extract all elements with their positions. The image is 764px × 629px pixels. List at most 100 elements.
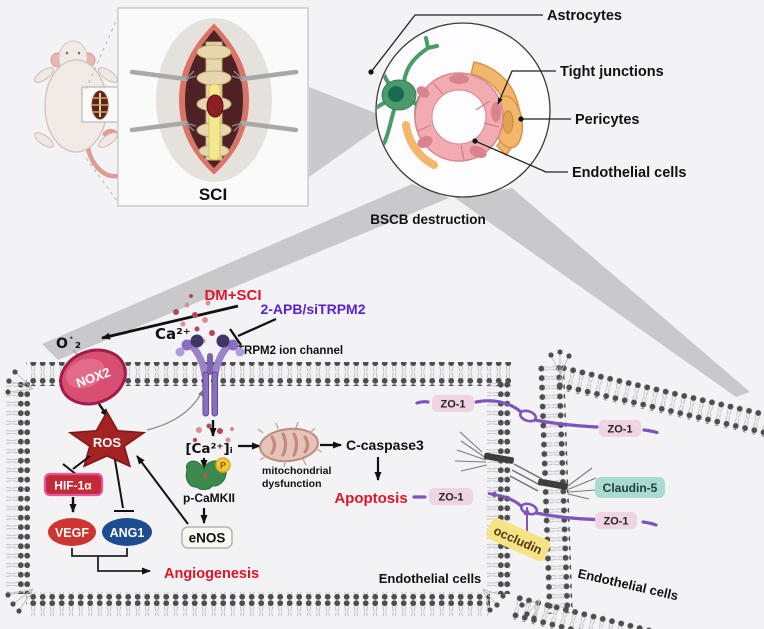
- arrow-ros-trpm2: [146, 389, 204, 431]
- mouse-eye-left: [65, 51, 69, 55]
- zo1-strand-bottom-b: [534, 511, 598, 522]
- vegf-label: VEGF: [55, 526, 89, 540]
- p-camkii-label: p-CaMKII: [183, 491, 235, 505]
- arrow-angiogenesis: [97, 556, 151, 575]
- mouse-incision-ticks: [92, 97, 108, 113]
- caspase-label: C-caspase3: [346, 437, 424, 453]
- vessel-ring: [414, 72, 504, 162]
- mito-dysfunction-line1: mitochondrial: [262, 465, 332, 477]
- mito-dysfunction-line2: dysfunction: [262, 478, 322, 490]
- right-cell-bottom-membrane: [509, 594, 764, 629]
- dm-sci-label: DM+SCI: [204, 287, 261, 304]
- zo1-label-2: ZO-1: [607, 424, 632, 436]
- cell-seams: [417, 82, 500, 161]
- zo1-box-2: [599, 420, 641, 437]
- zo1-box-3: [429, 488, 473, 505]
- vessel-lumen: [431, 89, 487, 145]
- zo1-strand-top-a: [474, 399, 523, 414]
- claudin5-bar-right: [537, 478, 568, 490]
- ros-star: ROS: [67, 410, 147, 468]
- zo1-box-1: [432, 395, 474, 412]
- zo1-dash-bottom-right: [641, 520, 658, 527]
- beam-circle-to-cell-left: [42, 184, 449, 360]
- circle-callouts: [368, 14, 571, 173]
- callout-astrocytes: [370, 14, 543, 73]
- hif1a-label: HIF-1α: [54, 479, 92, 493]
- sci-clamps: [185, 70, 243, 132]
- vegf-oval: [48, 518, 96, 546]
- claudin5-box: [595, 477, 665, 498]
- sci-retractors: [129, 69, 299, 133]
- calcium-dots-in: [192, 423, 235, 443]
- right-cell-fans: [519, 349, 572, 621]
- membrane-bottom: [26, 592, 490, 616]
- endothelial-cells-right-label: Endothelial cells: [576, 566, 679, 604]
- zo1-dash-top-left: [415, 400, 430, 405]
- zo1-dash-top-right: [642, 428, 659, 435]
- label-astrocytes: Astrocytes: [547, 8, 622, 24]
- label-endothelial-cells: Endothelial cells: [572, 165, 686, 181]
- right-cell-top-membrane: [554, 364, 764, 438]
- mouse-illustration: [34, 40, 130, 179]
- zo1-loop-top: [518, 409, 538, 423]
- sci-panel: SCI: [117, 7, 309, 207]
- enos-box: [181, 526, 233, 549]
- label-pericytes: Pericytes: [575, 112, 640, 128]
- phospho-circle: [215, 457, 231, 473]
- claudin5-cross-strands: [509, 463, 543, 492]
- label-bscb-destruction: BSCB destruction: [370, 212, 486, 227]
- mouse-eye-right: [77, 51, 81, 55]
- p-camkii-enzyme: P: [185, 457, 231, 490]
- zo1-box-4: [595, 512, 637, 529]
- claudin5-label: Claudin-5: [603, 481, 658, 495]
- label-tight-junctions: Tight junctions: [560, 64, 664, 80]
- zo1-strand-bottom-a: [503, 495, 523, 508]
- ang1-oval: [102, 518, 152, 546]
- zo1-label-1: ZO-1: [440, 399, 465, 411]
- zo1-strand-top-b: [533, 418, 599, 429]
- membrane-left: [6, 382, 30, 594]
- mito-spikes: [257, 421, 323, 468]
- trpm2-channel: [175, 334, 245, 417]
- beam-sci-to-circle: [309, 87, 391, 177]
- occludin-box: [486, 517, 551, 562]
- callout-endothelial: [474, 140, 568, 173]
- mouse-limbs: [34, 67, 118, 148]
- endothelial-right-group: Endothelial cells: [576, 566, 679, 604]
- calcium-in-label: [Ca²⁺]ᵢ: [185, 441, 232, 457]
- superoxide-label: O˙₂: [56, 336, 81, 352]
- arrow-dmsci: [101, 304, 239, 340]
- zoom-beams: [42, 87, 750, 397]
- claudin5-bar-left: [483, 452, 514, 464]
- bracket-vegf-ang1: [71, 548, 128, 557]
- tight-junction-complex: ZO-1 ZO-1 ZO-1 ZO-1 Claudin-5 occludin E…: [379, 395, 680, 603]
- phospho-label: P: [220, 461, 226, 471]
- trpm2-channel-label: TRPM2 ion channel: [237, 345, 343, 357]
- pericyte-crescent-bottom: [402, 121, 438, 169]
- bscb-circle-panel: Astrocytes Tight junctions Pericytes End…: [368, 8, 686, 227]
- zo1-strands: [412, 399, 659, 534]
- claudin5-strands: [454, 431, 597, 500]
- claudin5-fan-left: [454, 431, 488, 472]
- membrane-right: [487, 382, 511, 594]
- callout-dot-pericytes: [518, 116, 524, 122]
- mitochondrion: [257, 421, 323, 468]
- big-cell-membranes: [5, 362, 512, 616]
- pericyte-nucleus: [502, 110, 514, 134]
- apoptosis-label: Apoptosis: [334, 490, 407, 507]
- inhibitor-tbar: [229, 317, 277, 346]
- astrocyte-nucleus: [388, 86, 404, 102]
- endothelial-nuclei: [416, 74, 501, 159]
- dashed-connectors: [85, 11, 121, 206]
- enos-label: eNOS: [189, 531, 226, 546]
- zo1-label-3: ZO-1: [438, 492, 463, 504]
- calcium-out-label: Ca²⁺: [155, 325, 191, 343]
- arrow-enos-ros: [136, 455, 189, 525]
- callout-dot-astrocytes: [368, 69, 374, 75]
- endothelial-cells-left-label: Endothelial cells: [379, 571, 482, 586]
- ang1-label: ANG1: [110, 526, 145, 540]
- sci-lesion: [206, 94, 224, 118]
- sci-label: SCI: [199, 185, 227, 204]
